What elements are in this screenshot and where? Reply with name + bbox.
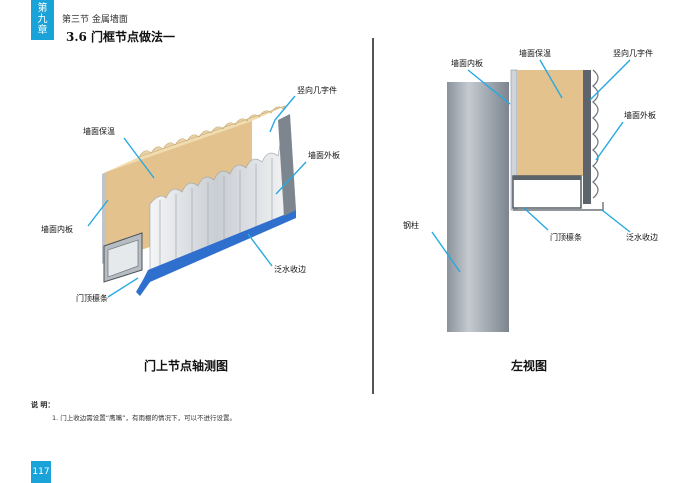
- right-figure-caption: 左视图: [511, 359, 548, 373]
- chapter-char: 九: [37, 14, 48, 25]
- label-outer-panel: 墙面外板: [308, 150, 340, 160]
- panel-top-waves: [138, 105, 286, 158]
- inner-panel-strip: [102, 172, 106, 264]
- vertical-trim-strip: [583, 70, 591, 204]
- label-side-outer-panel: 墙面外板: [624, 110, 656, 120]
- vertical-divider: [372, 38, 374, 394]
- left-figure-caption: 门上节点轴测图: [144, 359, 229, 373]
- label-side-flashing: 泛水收边: [626, 232, 658, 242]
- page-number: 117: [31, 461, 51, 483]
- chapter-badge: 第 九 章: [31, 0, 54, 40]
- flashing: [136, 210, 296, 296]
- label-door-purlin: 门顶檩条: [76, 293, 108, 303]
- label-side-insulation: 墙面保温: [519, 48, 551, 58]
- label-vertical-trim: 竖向几字件: [297, 85, 337, 95]
- label-side-inner-panel: 墙面内板: [451, 58, 483, 68]
- label-inner-panel: 墙面内板: [41, 224, 73, 234]
- label-flashing: 泛水收边: [274, 264, 306, 274]
- label-side-vertical-trim: 竖向几字件: [613, 48, 653, 58]
- page-heading: 3.6 门框节点做法一: [66, 30, 176, 44]
- vertical-trim: [278, 114, 296, 216]
- label-insulation: 墙面保温: [83, 126, 115, 136]
- chapter-char: 章: [37, 25, 48, 36]
- chapter-char: 第: [37, 3, 48, 14]
- outer-panel-face: [149, 121, 285, 271]
- outer-wavy-panel: [592, 69, 599, 199]
- label-side-steel-column: 钢柱: [403, 220, 419, 230]
- section-label: 第三节 金属墙面: [62, 15, 128, 25]
- notes-item: 1. 门上收边需设置“鹰嘴”，有雨棚的情况下，可以不进行设置。: [52, 414, 237, 422]
- steel-column: [447, 82, 509, 332]
- insulation-top-face: [106, 106, 285, 172]
- label-side-door-purlin: 门顶檩条: [550, 232, 582, 242]
- door-purlin-box: [512, 175, 582, 209]
- insulation: [517, 70, 583, 176]
- notes-title: 说 明：: [31, 401, 55, 409]
